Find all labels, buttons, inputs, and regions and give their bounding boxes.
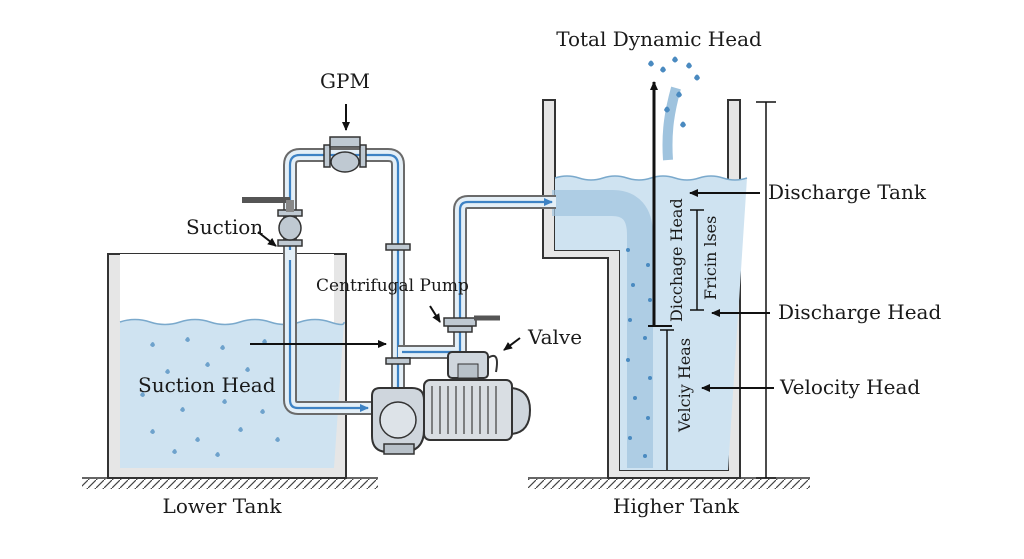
valve-label: Valve (527, 325, 582, 349)
suction-head-label: Suction Head (138, 373, 276, 397)
suction-label: Suction (186, 215, 263, 239)
suction-arrow (257, 231, 277, 247)
water-spray (648, 56, 700, 161)
discharge-tank-label: Discharge Tank (768, 180, 927, 204)
discharge-valve (443, 315, 500, 327)
suction-valve (242, 197, 302, 241)
gpm-meter (329, 136, 361, 173)
overall-height-line (756, 101, 776, 479)
suction-pipe (283, 250, 372, 415)
valve-arrow (503, 337, 521, 351)
centrifugal-pump-arrow (429, 305, 441, 323)
centrifugal-pump (371, 351, 532, 455)
lower-tank-label: Lower Tank (163, 494, 283, 518)
total-dynamic-head-label: Total Dynamic Head (556, 27, 762, 51)
fricin-lses-rotated-label: Fricin lses (701, 216, 720, 300)
lower-tank (107, 253, 347, 479)
dicchage-head-rotated-label: Dicchage Head (667, 198, 686, 322)
higher-tank-label: Higher Tank (613, 494, 740, 518)
gpm-label: GPM (320, 69, 370, 93)
ground-right (528, 477, 810, 489)
velocity-heas-rotated-label: Velciy Heas (675, 338, 694, 433)
velocity-head-line (648, 325, 674, 470)
ground-left (82, 477, 378, 489)
discharge-pipe (398, 195, 556, 359)
velocity-head-label: Velocity Head (779, 375, 920, 399)
centrifugal-pump-label: Centrifugal Pump (316, 276, 469, 296)
discharge-stream (552, 190, 653, 468)
water-droplets (140, 337, 280, 457)
discharge-head-label: Discharge Head (778, 300, 941, 324)
friction-loss-line (690, 209, 704, 311)
